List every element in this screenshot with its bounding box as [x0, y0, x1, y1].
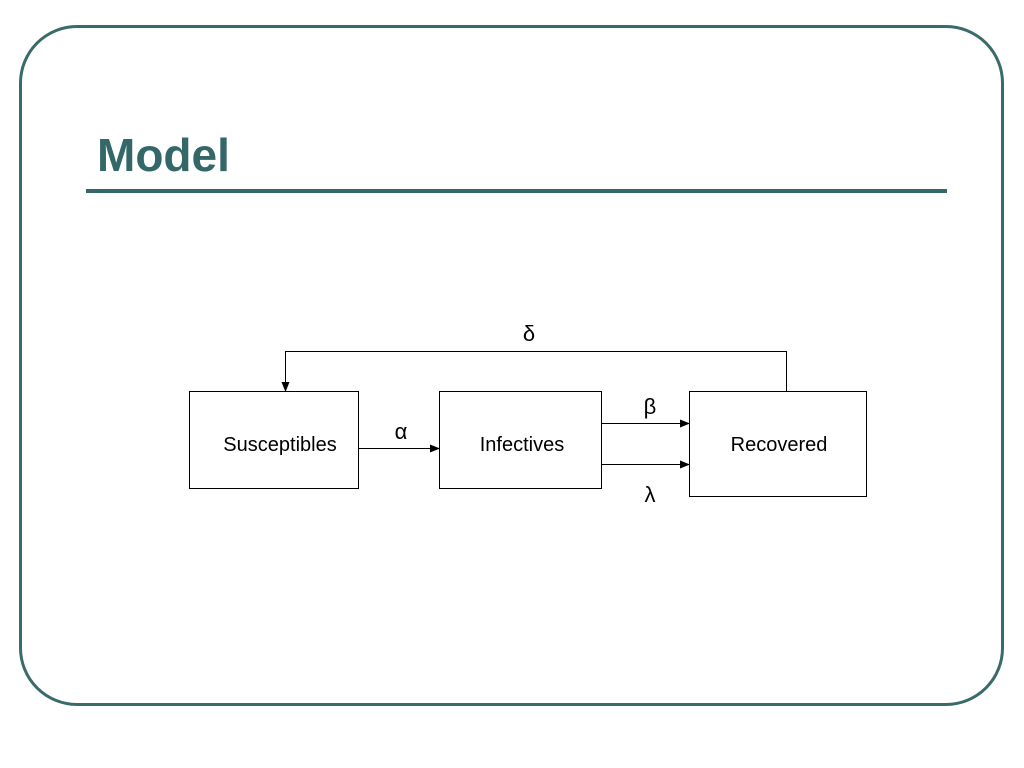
node-recovered: Recovered	[689, 391, 867, 497]
arrow-delta	[281, 351, 787, 392]
node-box-susceptibles	[189, 391, 359, 489]
edge-label-beta: β	[644, 394, 657, 419]
node-box-infectives	[439, 391, 602, 489]
title-underline	[86, 189, 947, 193]
node-box-recovered	[689, 391, 867, 497]
slide-frame	[19, 25, 1004, 706]
edge-infectives-to-recovered-beta: β	[602, 394, 690, 428]
edge-recovered-to-susceptibles: δ	[281, 321, 787, 392]
node-susceptibles: Susceptibles	[189, 391, 359, 489]
node-label-susceptibles: Susceptibles	[223, 434, 336, 456]
edge-label-lambda: λ	[645, 482, 656, 507]
node-label-recovered: Recovered	[731, 434, 828, 456]
edge-label-alpha: α	[395, 419, 408, 444]
node-infectives: Infectives	[439, 391, 602, 489]
node-label-infectives: Infectives	[480, 434, 564, 456]
edge-infectives-to-recovered-lambda: λ	[602, 460, 690, 507]
slide-title: Model	[97, 129, 230, 181]
edge-label-delta: δ	[523, 321, 535, 346]
edge-susceptibles-to-infectives: α	[359, 419, 440, 453]
